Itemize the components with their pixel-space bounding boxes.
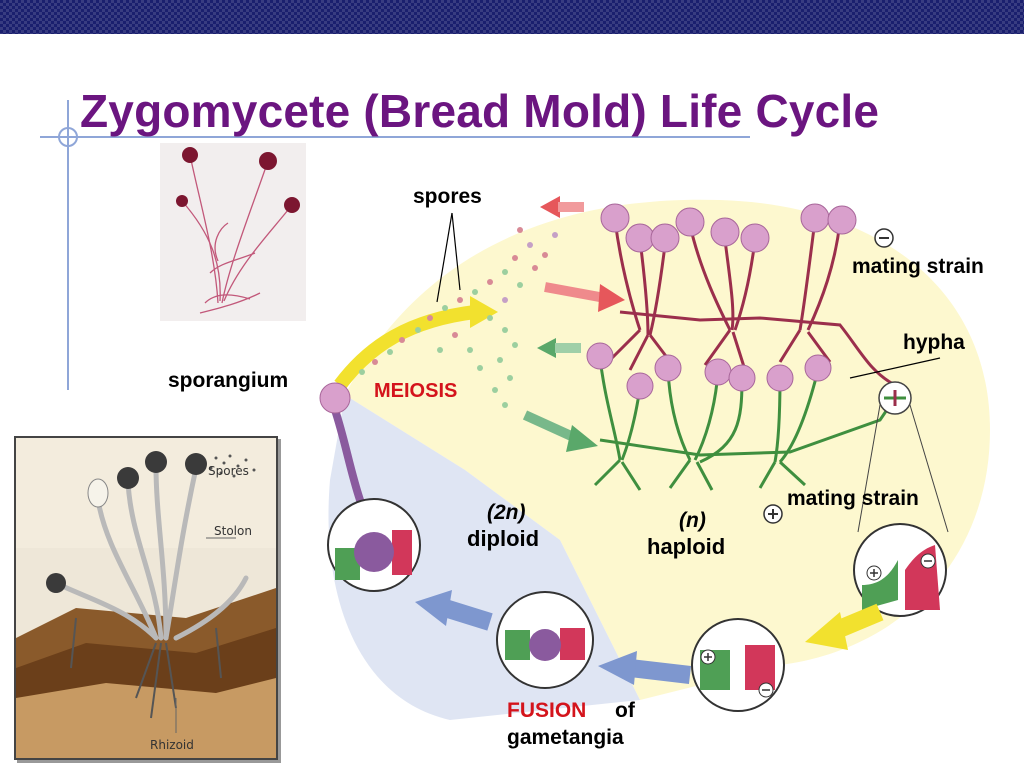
mold-illustration: Spores Stolon Rhizoid [14,436,278,760]
spores-pointer-1 [436,212,453,303]
label-meiosis: MEIOSIS [374,380,458,402]
stage-zygosporangium [327,498,421,592]
stage-gametangia-contact [853,523,947,617]
meiosis-arrow [334,305,476,390]
illustration-label-stolon: Stolon [214,524,252,538]
label-diploid-ploidy: (2n) [487,501,526,524]
bread-mold-photo [160,143,306,321]
label-haploid: haploid [647,534,726,559]
label-of: of [615,699,635,722]
illustration-label-rhizoid: Rhizoid [150,738,194,752]
stage-gametangia-formation [691,618,785,712]
label-fusion: FUSION [507,699,587,722]
red-hypha-arrow [544,282,606,303]
label-mating-strain-plus: mating strain [787,487,919,510]
plus-sporangia [586,342,832,400]
label-sporangium: sporangium [168,369,289,392]
label-hypha: hypha [903,331,965,354]
minus-mold-cluster [608,219,896,387]
label-diploid: diploid [467,526,540,551]
blue-arrow-gametangia-to-fusion [628,659,692,684]
slide-title: Zygomycete (Bread Mold) Life Cycle [80,85,880,137]
spore-dots [359,227,558,408]
spores-pointer-2 [451,212,461,291]
hypha-pointer [849,357,941,379]
blue-arrow-fusion-to-zygospore [442,599,493,631]
label-spores: spores [413,185,482,208]
label-gametangia: gametangia [507,726,624,749]
illustration-label-spores: Spores [208,464,249,478]
label-haploid-ploidy: (n) [679,509,706,532]
spores-red-arrow [540,196,560,218]
label-mating-strain-minus: mating strain [852,255,984,278]
spores-green-arrow [537,338,556,358]
stage-fusion [496,591,594,689]
minus-sporangia [600,203,857,253]
top-decorative-bar [0,0,1024,34]
sporangium-bulb [319,382,351,414]
